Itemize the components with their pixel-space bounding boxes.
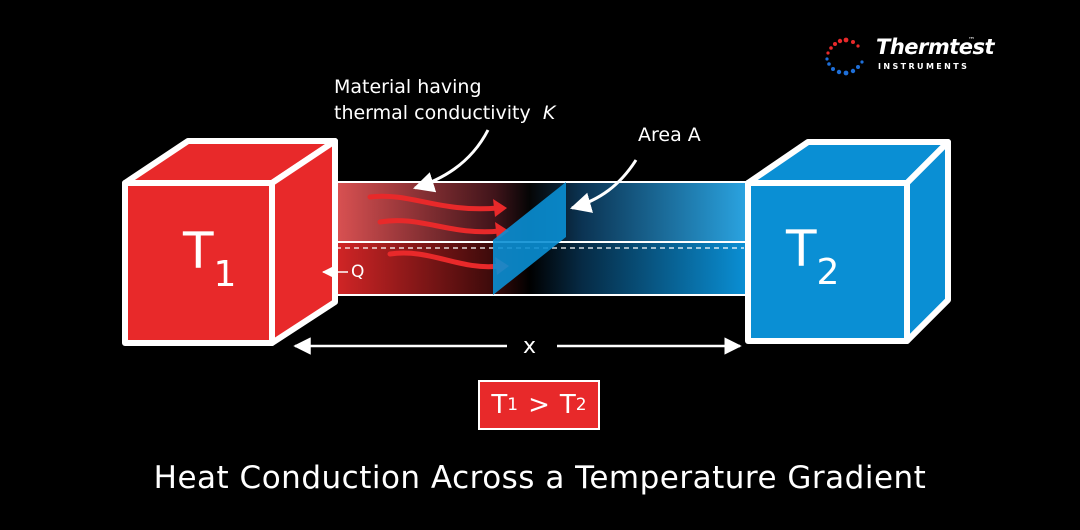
material-pointer-arrow (413, 129, 490, 193)
condition-right: T (559, 390, 576, 420)
heat-arrowhead-1 (493, 199, 507, 217)
conductivity-symbol: K (542, 102, 556, 124)
diagram-title: Heat Conduction Across a Temperature Gra… (153, 460, 927, 496)
material-label-line2: thermal conductivity (334, 102, 531, 124)
brand-name: Thermtest (876, 35, 995, 59)
condition-right-sub: 2 (575, 395, 587, 415)
material-label: Material having thermal conductivity K (334, 74, 555, 126)
heat-q-label: Q (351, 262, 364, 282)
heat-flow-arrows (367, 193, 503, 270)
brand-trademark: ™ (968, 36, 975, 44)
area-pointer-arrow (569, 159, 638, 213)
cold-cube-subscript: 2 (816, 252, 840, 293)
hot-cube-label: T1 (183, 222, 236, 295)
hot-cube-symbol: T (183, 222, 214, 280)
area-label: Area A (638, 124, 701, 146)
condition-left-sub: 1 (507, 395, 519, 415)
thermtest-logo-icon (825, 37, 864, 76)
brand-subtitle: INSTRUMENTS (878, 62, 970, 71)
material-label-line1: Material having (334, 76, 482, 98)
hot-cube-subscript: 1 (213, 254, 237, 295)
condition-left: T (491, 390, 508, 420)
cold-cube-symbol: T (786, 220, 817, 278)
heat-q-text: Q (351, 262, 365, 282)
cold-cube (745, 139, 951, 344)
hot-cube (122, 138, 338, 346)
heat-arrowhead-2 (495, 222, 509, 240)
cold-cube-label: T2 (786, 220, 839, 293)
area-cross-section (493, 182, 566, 295)
condition-operator: > (528, 390, 550, 420)
distance-label: x (523, 334, 537, 359)
